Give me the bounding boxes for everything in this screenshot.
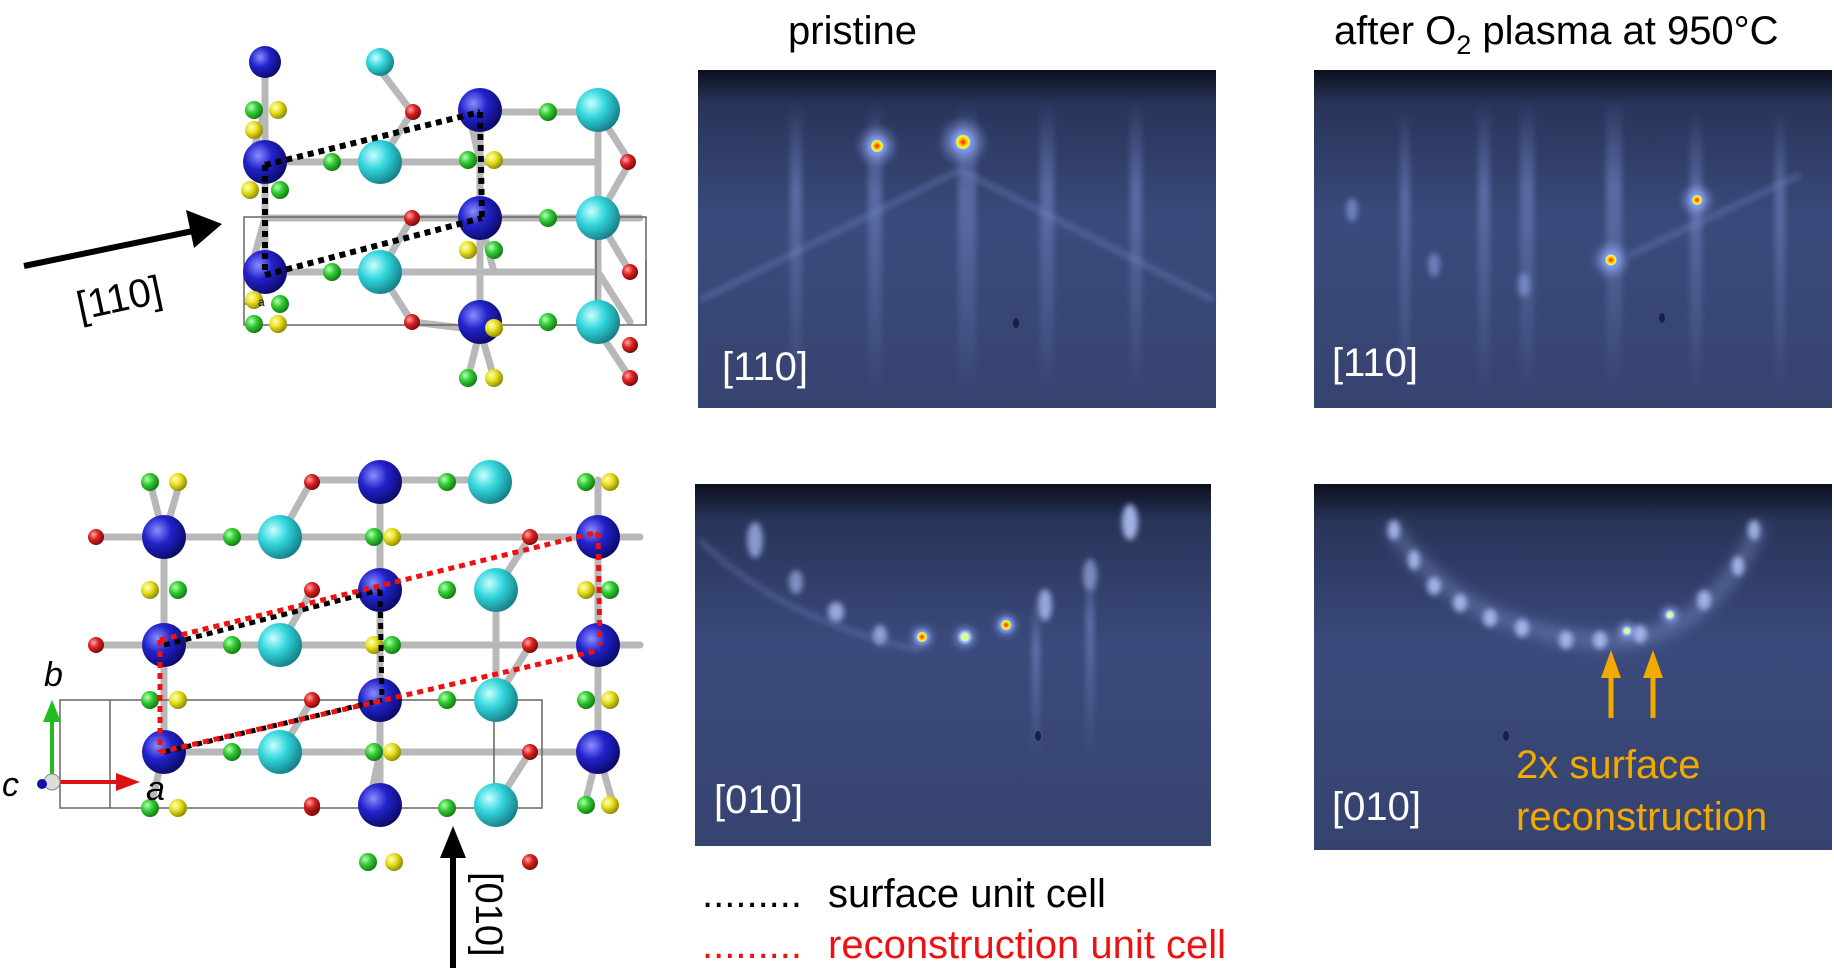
arrow-head-icon bbox=[186, 210, 222, 248]
panel-label-plasma-110: [110] bbox=[1332, 341, 1418, 385]
diffraction-spot bbox=[1688, 191, 1706, 209]
up-arrow-icon bbox=[1601, 650, 1621, 678]
reconstruction-arrows bbox=[1601, 650, 1663, 718]
rheed-pristine-110: [110] bbox=[698, 70, 1216, 408]
annotation-line2: reconstruction bbox=[1516, 795, 1767, 839]
panel-label-plasma-010: [010] bbox=[1332, 785, 1421, 829]
legend-surface-label: surface unit cell bbox=[828, 872, 1106, 916]
direction-label-110: [110] bbox=[73, 268, 166, 329]
bonds bbox=[246, 58, 644, 382]
diffraction-spot bbox=[997, 616, 1015, 634]
panel-label-pristine-110: [110] bbox=[722, 345, 808, 389]
header-plasma: after O2 plasma at 950°C bbox=[1334, 9, 1779, 60]
panel-label-pristine-010: [010] bbox=[714, 778, 803, 822]
legend-reconstruction-label: reconstruction unit cell bbox=[828, 923, 1226, 967]
direction-label-010: [010] bbox=[467, 872, 509, 957]
legend-surface-dots: ......... bbox=[702, 872, 802, 916]
axis-b-arrow-icon bbox=[43, 700, 61, 722]
axis-label-small: a bbox=[258, 295, 265, 309]
diffraction-spot bbox=[1601, 250, 1621, 270]
header-pristine: pristine bbox=[788, 9, 917, 53]
axis-label-a: a bbox=[146, 770, 165, 808]
legend-reconstruction: ......... reconstruction unit cell bbox=[702, 923, 1226, 967]
axis-a-arrow-icon bbox=[116, 773, 140, 791]
rheed-plasma-110: [110] bbox=[1314, 70, 1832, 408]
rheed-pristine-010: [010] bbox=[695, 484, 1211, 846]
crystal-structure-110: a bbox=[241, 46, 647, 387]
reconstruction-cell-outline bbox=[157, 529, 603, 755]
axes-triad bbox=[37, 700, 140, 791]
diffraction-spot bbox=[957, 629, 973, 645]
atoms bbox=[241, 46, 638, 387]
surface-cell-outline-top bbox=[262, 109, 485, 278]
axis-label-c: c bbox=[2, 766, 19, 804]
diffraction-spot bbox=[913, 628, 931, 646]
diffraction-spot bbox=[1664, 609, 1676, 621]
axis-label-b: b bbox=[44, 656, 63, 694]
diffraction-spot bbox=[950, 129, 976, 155]
annotation-line1: 2x surface bbox=[1516, 743, 1701, 787]
arrow-head-icon bbox=[440, 826, 466, 858]
rheed-plasma-010: [010] bbox=[1314, 484, 1832, 850]
legend-surface: ......... surface unit cell bbox=[702, 872, 1106, 916]
legend-reconstruction-dots: ......... bbox=[702, 923, 802, 967]
crystal-structure-010 bbox=[59, 460, 644, 871]
up-arrow-icon bbox=[1643, 650, 1663, 678]
diffraction-spot bbox=[1621, 625, 1633, 637]
legend: ......... surface unit cell ......... re… bbox=[702, 872, 1226, 967]
direction-arrow-110 bbox=[23, 210, 222, 269]
diffraction-spot bbox=[866, 135, 888, 157]
unit-cell-box bbox=[59, 699, 543, 809]
direction-arrow-010 bbox=[440, 826, 466, 968]
